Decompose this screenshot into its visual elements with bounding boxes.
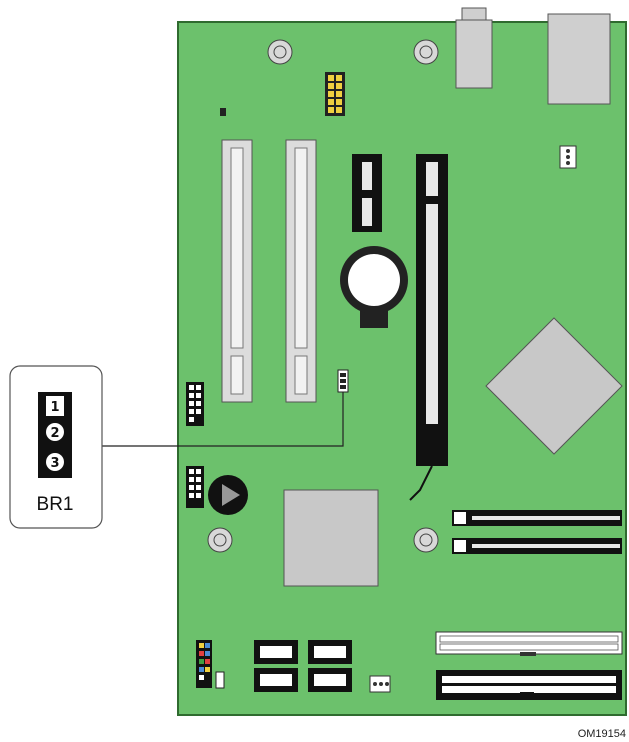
speaker-buzzer xyxy=(208,475,248,515)
br1-jumper-on-board xyxy=(337,369,349,393)
sata-connector-4 xyxy=(308,668,352,692)
front-panel-header-bottom xyxy=(196,640,212,688)
led-indicator xyxy=(220,108,226,116)
fan-header-top-right xyxy=(559,145,577,169)
mounting-hole-bottom-right xyxy=(413,527,439,553)
sata-connector-1 xyxy=(254,640,298,664)
sata-connector-3 xyxy=(254,668,298,692)
header-left-upper xyxy=(186,382,204,426)
callout-leader-line xyxy=(100,392,344,447)
floppy-connector xyxy=(436,670,622,700)
rear-io-connector xyxy=(547,13,611,105)
small-jumper-bottom xyxy=(215,671,225,689)
ide-connector xyxy=(435,631,623,656)
mounting-hole-bottom-left xyxy=(207,527,233,553)
figure-id: OM19154 xyxy=(578,728,626,740)
mounting-hole-top-right xyxy=(413,39,439,65)
ich-chip xyxy=(283,489,379,587)
cmos-battery xyxy=(340,246,408,328)
br1-callout-box: 1 2 3 BR1 xyxy=(9,365,103,529)
pin-1-label: 1 xyxy=(50,400,59,415)
pcie-x16-slot xyxy=(409,154,448,501)
pin-3-label: 3 xyxy=(50,456,59,471)
pcie-x1-slot xyxy=(352,154,382,232)
fan-header-bottom xyxy=(369,675,391,693)
audio-jack-connector xyxy=(455,7,493,89)
pci-slot-2 xyxy=(285,139,317,403)
front-panel-header-top xyxy=(325,72,345,116)
sata-connector-2 xyxy=(308,640,352,664)
pci-slot-1 xyxy=(221,139,253,403)
br1-label: BR1 xyxy=(37,494,74,515)
chipset-heatsink xyxy=(485,317,623,455)
pin-2-label: 2 xyxy=(50,426,59,441)
mounting-hole-top-left xyxy=(267,39,293,65)
header-left-lower xyxy=(186,466,204,508)
dimm-slot-2 xyxy=(452,538,622,554)
dimm-slot-1 xyxy=(452,510,622,526)
